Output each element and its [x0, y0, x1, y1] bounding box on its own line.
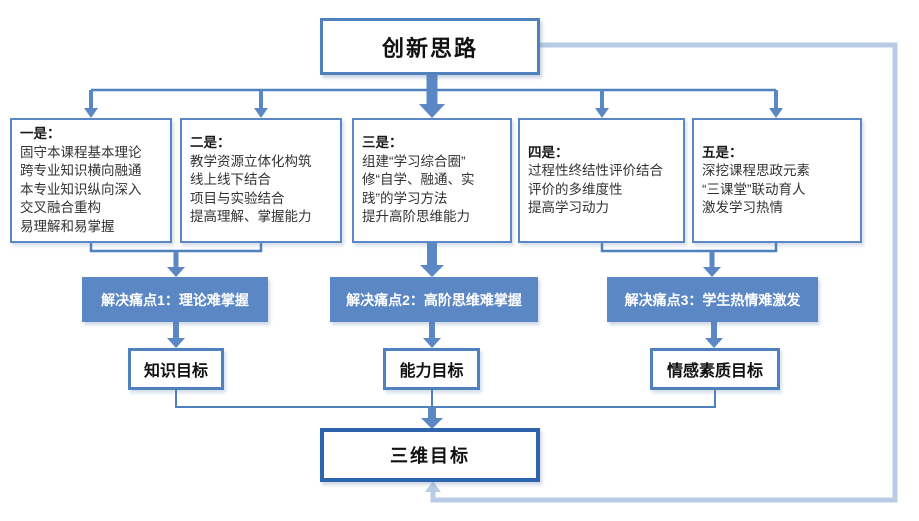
arrow-to-strategy-4	[595, 90, 609, 118]
strategy-4-line: 评价的多维度性	[528, 181, 623, 197]
node-pain-point-1: 解决痛点1：理论难掌握	[82, 277, 268, 322]
feedback-loop-arrow	[425, 42, 898, 503]
strategy-3-heading: 三是：	[362, 135, 403, 151]
pain-point-2-label: 解决痛点2：高阶思维难掌握	[346, 291, 522, 308]
node-strategy-5: 五是： 深挖课程思政元素 “三课堂”联动育人 激发学习热情	[692, 118, 862, 243]
strategy-3-line: 组建“学习综合圈”	[362, 153, 466, 169]
node-strategy-1: 一是： 固守本课程基本理论 跨专业知识横向融通 本专业知识纵向深入 交叉融合重构…	[10, 118, 172, 243]
merge-goals-to-final	[175, 390, 716, 429]
final-goal-label: 三维目标	[390, 446, 470, 466]
node-final-goal: 三维目标	[320, 428, 540, 482]
strategy-5-line: 激发学习热情	[702, 200, 783, 215]
strategy-2-line: 线上线下结合	[190, 172, 271, 188]
strategy-2-heading: 二是：	[190, 135, 231, 151]
strategy-3-line: 践”的学习方法	[362, 190, 448, 206]
node-goal-knowledge: 知识目标	[128, 348, 224, 390]
goal-knowledge-label: 知识目标	[143, 363, 208, 380]
arrow-pain-3-to-goal-3	[705, 322, 723, 348]
strategy-2-line: 项目与实验结合	[190, 190, 285, 206]
strategy-4-line: 过程性终结性评价结合	[528, 163, 663, 178]
goal-ability-label: 能力目标	[399, 363, 464, 380]
strategy-1-line: 交叉融合重构	[20, 200, 101, 215]
arrow-title-to-strategy-3	[419, 75, 445, 118]
pain-point-1-label: 解决痛点1：理论难掌握	[101, 291, 249, 308]
strategy-2-line: 提高理解、掌握能力	[190, 209, 312, 225]
node-strategy-4: 四是： 过程性终结性评价结合 评价的多维度性 提高学习动力	[518, 118, 685, 243]
strategy-1-line: 固守本课程基本理论	[20, 144, 142, 160]
arrow-pain-1-to-goal-1	[167, 322, 185, 348]
merge-strategies-1-2	[89, 243, 263, 277]
strategy-1-line: 跨专业知识横向融通	[20, 163, 142, 178]
strategy-1-line: 本专业知识纵向深入	[20, 181, 142, 197]
arrow-pain-2-to-goal-2	[423, 322, 441, 348]
merge-strategies-4-5	[600, 243, 778, 277]
node-strategy-3: 三是： 组建“学习综合圈” 修“自学、融通、实 践”的学习方法 提升高阶思维能力	[352, 118, 512, 243]
strategy-5-heading: 五是：	[702, 144, 743, 160]
node-pain-point-2: 解决痛点2：高阶思维难掌握	[330, 277, 538, 322]
arrow-to-strategy-2	[254, 90, 268, 118]
node-goal-emotion: 情感素质目标	[650, 348, 780, 390]
strategy-4-heading: 四是：	[528, 144, 569, 160]
strategy-2-line: 教学资源立体化构筑	[190, 153, 312, 169]
arrow-to-strategy-5	[769, 90, 783, 118]
goal-emotion-label: 情感素质目标	[666, 363, 763, 380]
strategy-1-line: 易理解和易掌握	[20, 218, 115, 234]
node-pain-point-3: 解决痛点3：学生热情难激发	[607, 277, 818, 322]
strategy-1-heading: 一是：	[20, 126, 61, 141]
arrow-to-strategy-1	[84, 90, 98, 118]
arrow-strategy-3-to-pain-2	[420, 243, 444, 277]
strategy-4-line: 提高学习动力	[528, 200, 609, 215]
node-goal-ability: 能力目标	[383, 348, 480, 390]
node-strategy-2: 二是： 教学资源立体化构筑 线上线下结合 项目与实验结合 提高理解、掌握能力	[180, 118, 342, 243]
title-label: 创新思路	[381, 35, 478, 61]
pain-point-3-label: 解决痛点3：学生热情难激发	[624, 291, 801, 308]
strategy-3-line: 修“自学、融通、实	[362, 172, 475, 188]
strategy-3-line: 提升高阶思维能力	[362, 209, 470, 225]
node-innovation-idea: 创新思路	[320, 18, 540, 75]
strategy-5-line: 深挖课程思政元素	[702, 163, 810, 178]
strategy-5-line: “三课堂”联动育人	[702, 181, 806, 197]
